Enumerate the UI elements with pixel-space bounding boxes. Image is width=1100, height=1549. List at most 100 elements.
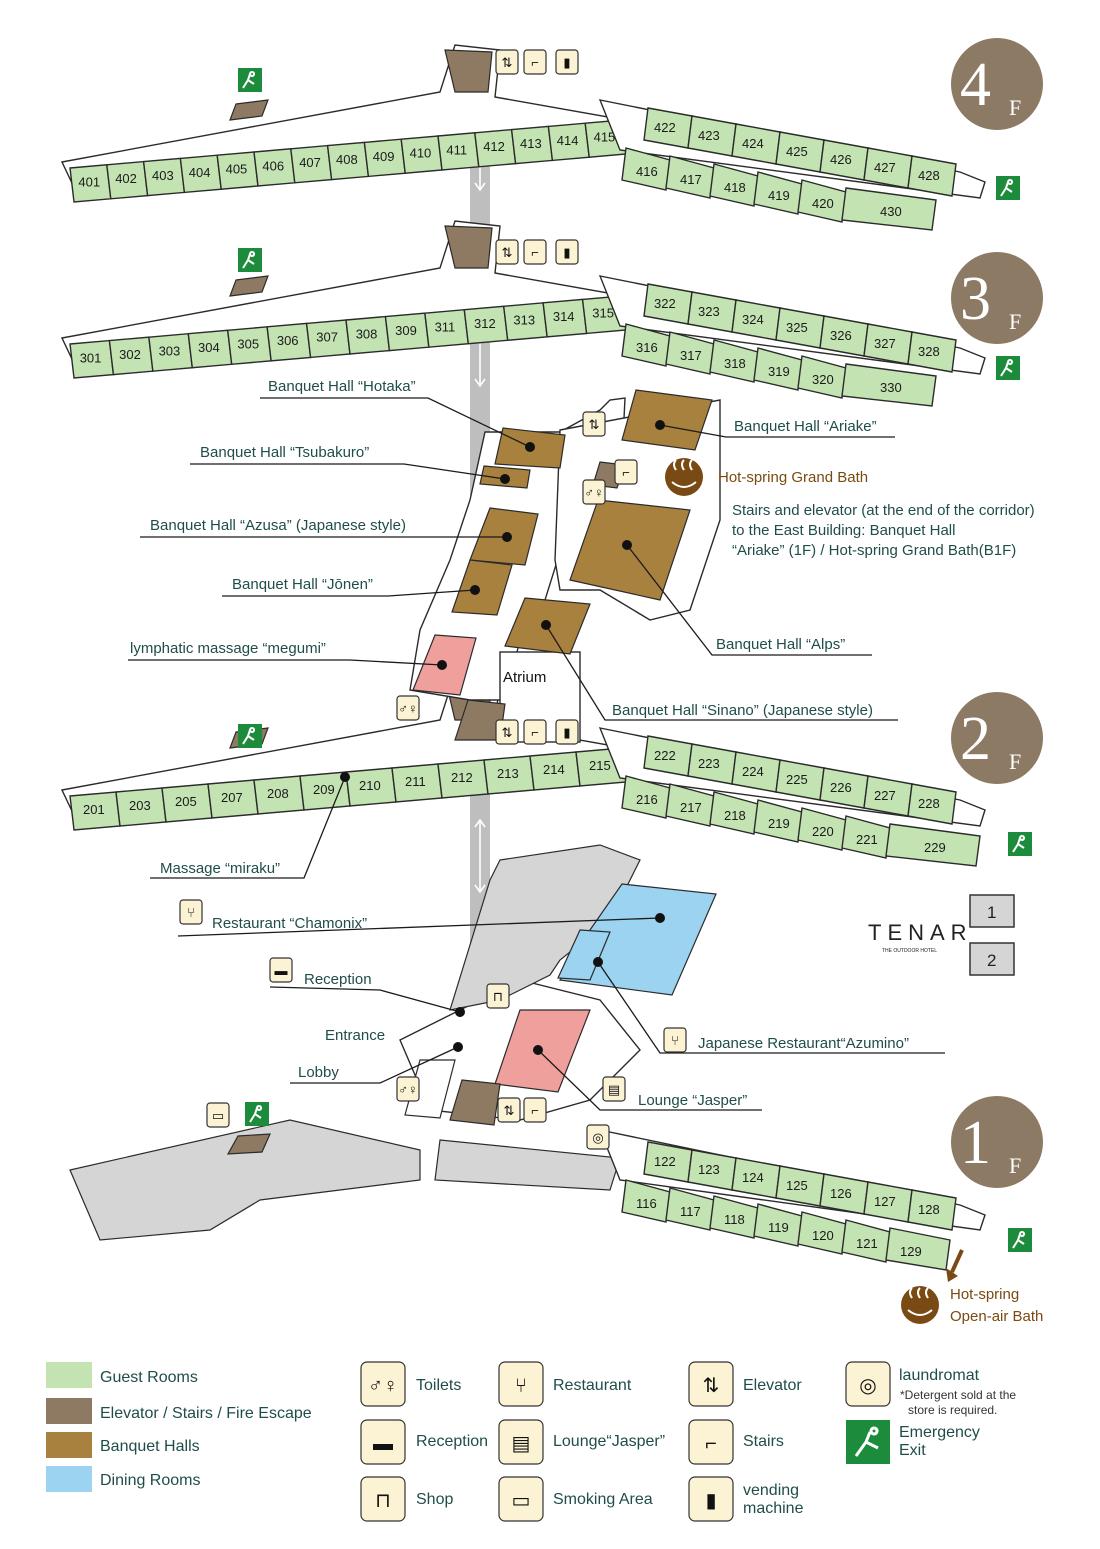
room-number: 325 — [786, 320, 808, 335]
restaurant-icon: ⑂ — [179, 899, 203, 925]
guest-room[interactable] — [841, 363, 937, 407]
laundromat-icon: ◎ — [845, 1361, 891, 1407]
guest-room[interactable] — [709, 163, 759, 207]
elevator-stairs-core — [444, 49, 493, 93]
guest-room[interactable] — [753, 799, 803, 843]
room-number: 208 — [267, 786, 289, 801]
room-number: 308 — [356, 326, 378, 341]
floor-badge-1f — [951, 1096, 1043, 1188]
toilets-icon: ♂♀ — [582, 479, 606, 505]
elevator-icon: ⇅ — [495, 719, 519, 745]
emergency-exit-icon — [245, 1102, 269, 1126]
emergency-exit-icon — [238, 248, 262, 272]
floor-button-2[interactable] — [969, 942, 1015, 976]
stairs-icon: ⌐ — [523, 49, 547, 75]
label-jasper: Lounge “Jasper” — [638, 1092, 747, 1109]
guest-room[interactable] — [665, 331, 715, 375]
room-number: 207 — [221, 790, 243, 805]
label-miraku: Massage “miraku” — [160, 860, 280, 877]
svg-text:Stairs: Stairs — [743, 1433, 784, 1450]
svg-text:F: F — [1009, 95, 1021, 120]
label-tsubakuro: Banquet Hall “Tsubakuro” — [200, 444, 369, 461]
guest-room[interactable] — [665, 783, 715, 827]
room-number: 426 — [830, 152, 852, 167]
restaurant-icon: ⑂ — [663, 1027, 687, 1053]
guest-room[interactable] — [885, 823, 981, 867]
label-reception: Reception — [304, 971, 372, 988]
guest-room[interactable] — [665, 155, 715, 199]
guest-room[interactable] — [907, 783, 957, 825]
stairs-icon: ⌐ — [523, 239, 547, 265]
stairs-1f-core — [449, 1079, 501, 1126]
room-number: 121 — [856, 1236, 878, 1251]
floor-1f — [69, 844, 717, 1241]
room-number: 218 — [724, 808, 746, 823]
floor-button-1[interactable] — [969, 894, 1015, 928]
stairs-icon: ⌐ — [523, 1097, 547, 1123]
svg-text:▭: ▭ — [212, 1108, 224, 1123]
room-number: 403 — [152, 168, 174, 183]
guest-room[interactable] — [797, 1211, 847, 1255]
guest-room[interactable] — [621, 1179, 671, 1223]
room-number: 428 — [918, 168, 940, 183]
guest-room[interactable] — [797, 355, 847, 399]
guest-room[interactable] — [709, 791, 759, 835]
room-number: 420 — [812, 196, 834, 211]
elevator-icon: ⇅ — [582, 411, 606, 437]
banquet-alps[interactable] — [569, 499, 691, 601]
room-number: 117 — [680, 1204, 701, 1219]
guest-room[interactable] — [753, 1203, 803, 1247]
vending-icon: ▮ — [555, 719, 579, 745]
guest-room[interactable] — [841, 187, 937, 231]
guest-room[interactable] — [753, 171, 803, 215]
guest-room[interactable] — [797, 179, 847, 223]
guest-room[interactable] — [665, 1187, 715, 1231]
label-megumi: lymphatic massage “megumi” — [130, 640, 326, 657]
room-number: 302 — [119, 347, 141, 362]
elevator-icon: ⇅ — [495, 49, 519, 75]
guest-room[interactable] — [709, 339, 759, 383]
banquet-jonen[interactable] — [451, 559, 513, 616]
guest-room[interactable] — [797, 807, 847, 851]
room-number: 226 — [830, 780, 852, 795]
label-chamonix: Restaurant “Chamonix” — [212, 915, 367, 932]
room-number: 419 — [768, 188, 790, 203]
svg-text:⑂: ⑂ — [515, 1375, 527, 1397]
svg-text:Exit: Exit — [899, 1442, 926, 1459]
elevator-stairs-core — [444, 225, 493, 269]
room-number: 116 — [636, 1196, 657, 1211]
room-number: 401 — [78, 174, 100, 189]
guest-room[interactable] — [621, 147, 671, 191]
guest-room[interactable] — [841, 815, 891, 859]
guest-room[interactable] — [709, 1195, 759, 1239]
room-number: 414 — [557, 133, 579, 148]
room-number: 307 — [316, 330, 338, 345]
guest-room[interactable] — [907, 1189, 957, 1231]
svg-text:Lounge“Jasper”: Lounge“Jasper” — [553, 1433, 665, 1450]
restaurant-azumino[interactable] — [557, 929, 611, 981]
svg-text:vending: vending — [743, 1482, 799, 1499]
label-atrium: Atrium — [503, 669, 546, 686]
label-azusa: Banquet Hall “Azusa” (Japanese style) — [150, 517, 406, 534]
svg-text:Reception: Reception — [416, 1433, 488, 1450]
guest-room[interactable] — [753, 347, 803, 391]
guest-room[interactable] — [621, 775, 671, 819]
fire-escape — [229, 275, 269, 297]
guest-room[interactable] — [885, 1227, 951, 1271]
svg-text:⇅: ⇅ — [589, 417, 600, 432]
guest-room[interactable] — [907, 155, 957, 197]
room-number: 410 — [410, 146, 432, 161]
guest-room[interactable] — [621, 323, 671, 367]
svg-text:▤: ▤ — [512, 1433, 531, 1455]
toilets-icon: ♂♀ — [360, 1361, 406, 1407]
banquet-ariake[interactable] — [621, 389, 713, 451]
guest-room[interactable] — [907, 331, 957, 373]
floor-badge-2f — [951, 692, 1043, 784]
svg-text:♂♀: ♂♀ — [584, 485, 604, 500]
label-hotspring-grand: Hot-spring Grand Bath — [718, 469, 868, 486]
guest-room[interactable] — [841, 1219, 891, 1263]
room-number: 209 — [313, 782, 335, 797]
room-number: 122 — [654, 1154, 676, 1169]
svg-text:▭: ▭ — [512, 1490, 531, 1512]
label-east-note-2: to the East Building: Banquet Hall — [732, 522, 955, 539]
